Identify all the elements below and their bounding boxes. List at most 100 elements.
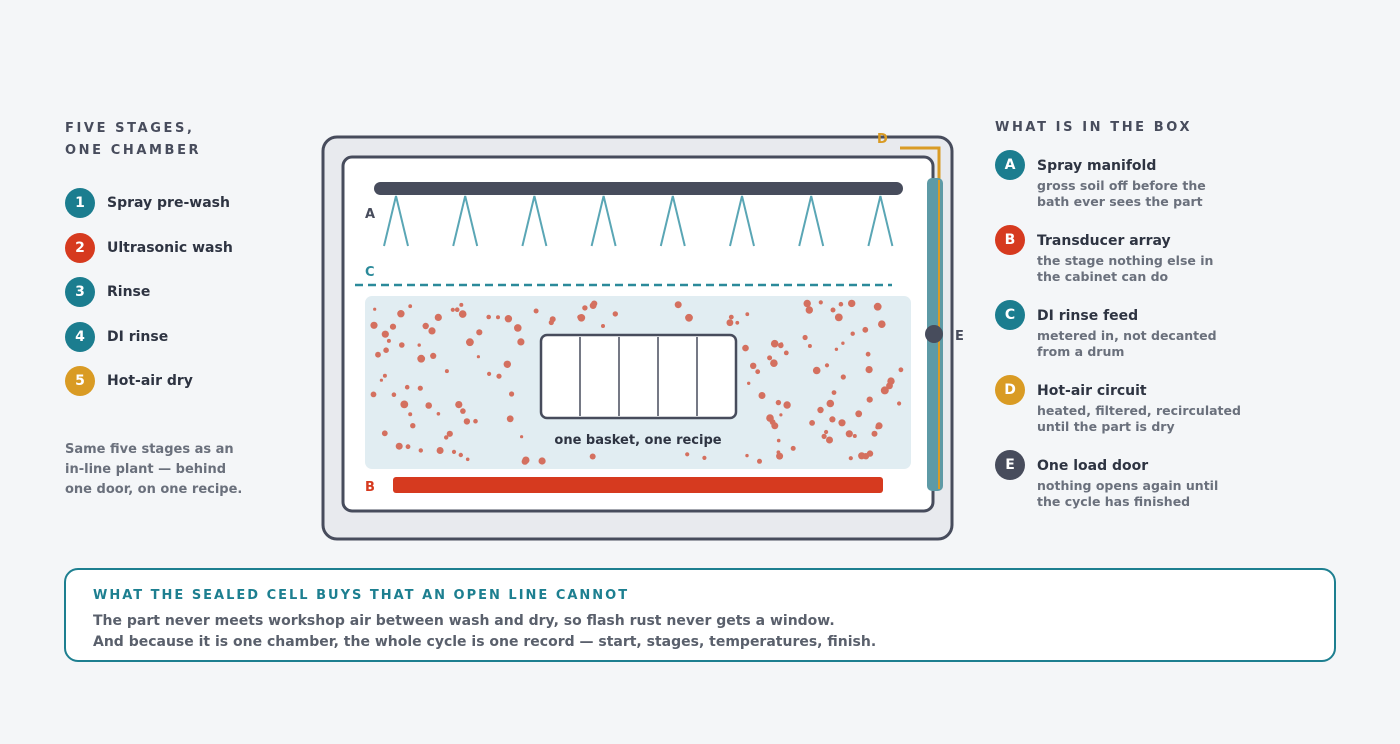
- component-description-line: heated, filtered, recirculated: [1037, 403, 1241, 418]
- bubble: [770, 339, 779, 348]
- bubble: [533, 308, 539, 314]
- spray-nozzle: [659, 195, 686, 247]
- component-letter-badge: E: [995, 450, 1025, 480]
- bubble: [487, 371, 492, 376]
- component-transducer-array: B Transducer array the stage nothing els…: [995, 225, 1295, 300]
- component-description-line: bath ever sees the part: [1037, 193, 1203, 209]
- bubble: [750, 362, 757, 369]
- spray-manifold-bar: [374, 182, 903, 195]
- component-description: heated, filtered, recirculated until the…: [1037, 403, 1247, 434]
- bubble: [459, 302, 464, 307]
- bubble: [425, 402, 433, 409]
- bubble: [417, 385, 423, 391]
- callout-line-2: And because it is one chamber, the whole…: [93, 634, 877, 650]
- label-e: E: [955, 329, 964, 344]
- bubble: [783, 401, 791, 409]
- bubble: [373, 307, 377, 311]
- bubble: [450, 307, 455, 312]
- bubble: [826, 436, 833, 444]
- bubble: [834, 313, 843, 322]
- bubble: [866, 450, 874, 457]
- stages-note-line1: Same five stages as an: [65, 442, 234, 457]
- bubble: [878, 320, 886, 329]
- component-letter-badge: C: [995, 300, 1025, 330]
- bubble: [735, 320, 740, 325]
- component-title: Spray manifold: [1037, 158, 1157, 174]
- bubble: [880, 386, 889, 395]
- component-description-line: the cycle has finished: [1037, 493, 1191, 509]
- bubble: [783, 350, 789, 356]
- spray-nozzle: [798, 195, 825, 247]
- bubble: [391, 392, 397, 398]
- bubble: [742, 344, 749, 352]
- bubble: [674, 301, 682, 309]
- bubble: [845, 430, 853, 438]
- bubble: [381, 430, 388, 437]
- bubble: [745, 453, 749, 458]
- label-b: B: [365, 480, 375, 495]
- bubble: [866, 396, 873, 403]
- basket: [539, 333, 738, 420]
- label-a: A: [365, 207, 375, 222]
- bubble: [382, 373, 387, 378]
- bubble: [776, 438, 781, 443]
- stages-note: Same five stages as an in-line plant — b…: [65, 440, 265, 500]
- bubble: [476, 329, 483, 336]
- spray-nozzle: [383, 195, 409, 247]
- bubble: [767, 355, 773, 361]
- bubble: [865, 366, 873, 374]
- cavitation-bubbles: [370, 299, 904, 465]
- bubble: [476, 355, 480, 359]
- bubble: [408, 412, 413, 417]
- bubble: [405, 444, 411, 450]
- component-description: nothing opens again until the cycle has …: [1037, 478, 1247, 509]
- bubble: [496, 373, 502, 379]
- bubble: [455, 401, 463, 409]
- bubble: [444, 369, 449, 374]
- bubble: [370, 321, 378, 329]
- bubble: [898, 367, 904, 373]
- stage-label: DI rinse: [107, 328, 169, 345]
- stage-label: Ultrasonic wash: [107, 239, 233, 256]
- bubble: [400, 400, 409, 409]
- stages-note-line2: in-line plant — behind: [65, 462, 227, 477]
- door-hinge: [925, 325, 943, 343]
- component-description-line: gross soil off before the: [1037, 178, 1206, 193]
- stage-number-badge: 1: [65, 188, 95, 218]
- bubble: [582, 305, 588, 311]
- component-title: DI rinse feed: [1037, 308, 1139, 324]
- bubble: [812, 366, 821, 375]
- bubble: [769, 419, 776, 425]
- spray-nozzle: [729, 195, 755, 247]
- bubble: [612, 311, 618, 317]
- bubble: [601, 324, 605, 328]
- bubble: [838, 419, 846, 427]
- spray-nozzle: [867, 195, 894, 247]
- bubble: [509, 391, 515, 397]
- bubble: [685, 452, 690, 457]
- bubble: [875, 422, 883, 430]
- component-spray-manifold: A Spray manifold gross soil off before t…: [995, 150, 1295, 225]
- bubble: [776, 450, 781, 455]
- bubble: [826, 399, 835, 408]
- component-letter-badge: A: [995, 150, 1025, 180]
- spray-nozzles: [383, 195, 894, 247]
- bubble: [408, 304, 413, 309]
- bubble: [463, 418, 471, 425]
- bubble: [389, 323, 397, 330]
- bubble: [428, 327, 436, 335]
- bubble: [865, 351, 871, 357]
- bubble: [520, 435, 524, 439]
- bubble: [517, 338, 525, 346]
- component-load-door: E One load door nothing opens again unti…: [995, 450, 1295, 525]
- bubble: [897, 401, 902, 406]
- bubble: [446, 430, 453, 437]
- bubble: [770, 359, 778, 368]
- spray-nozzle: [452, 195, 479, 247]
- component-description-line: the cabinet can do: [1037, 268, 1169, 284]
- component-description-line: from a drum: [1037, 343, 1125, 359]
- bubble: [841, 341, 845, 345]
- component-list: A Spray manifold gross soil off before t…: [995, 150, 1295, 525]
- bubble: [755, 369, 761, 375]
